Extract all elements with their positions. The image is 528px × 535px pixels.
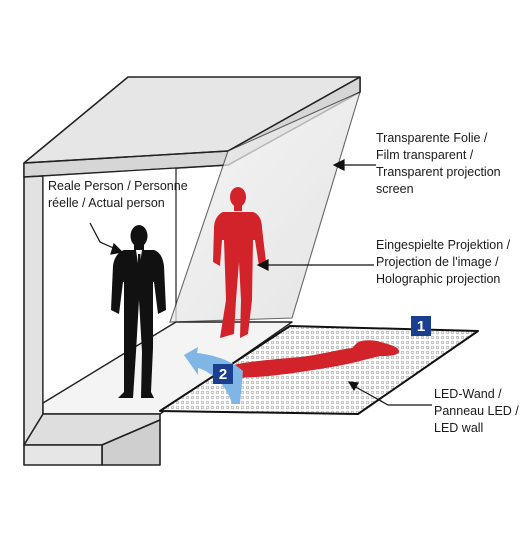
- holographic-figure: [213, 187, 266, 338]
- label-projection-line-1: Eingespielte Projektion /: [376, 238, 511, 252]
- real-person-figure: [111, 225, 166, 398]
- label-foil-line-2: Film transparent /: [376, 148, 474, 162]
- label-led-wall-line-3: LED wall: [434, 421, 484, 435]
- leader-lines: [89, 159, 432, 406]
- badge-one-label: 1: [417, 318, 425, 335]
- label-foil: Transparente Folie / Film transparent / …: [376, 130, 501, 198]
- badge-one: 1: [411, 316, 431, 336]
- label-led-wall: LED-Wand / Panneau LED / LED wall: [434, 386, 519, 437]
- label-projection: Eingespielte Projektion / Projection de …: [376, 237, 510, 288]
- booth-left-wall: [23, 175, 44, 446]
- led-floor-figure: [222, 340, 400, 378]
- label-foil-line-4: screen: [376, 182, 414, 196]
- label-projection-line-2: Projection de l'image /: [376, 255, 499, 269]
- label-foil-line-3: Transparent projection: [376, 165, 501, 179]
- booth-base: [23, 413, 161, 466]
- badge-two: 2: [213, 364, 233, 384]
- badge-two-label: 2: [219, 366, 227, 383]
- label-led-wall-line-2: Panneau LED /: [434, 404, 519, 418]
- label-projection-line-3: Holographic projection: [376, 272, 501, 286]
- label-led-wall-line-1: LED-Wand /: [434, 387, 502, 401]
- label-real-person-line-2: réelle / Actual person: [48, 196, 165, 210]
- label-real-person: Reale Person / Personne réelle / Actual …: [48, 178, 188, 212]
- label-foil-line-1: Transparente Folie /: [376, 131, 488, 145]
- label-real-person-line-1: Reale Person / Personne: [48, 179, 188, 193]
